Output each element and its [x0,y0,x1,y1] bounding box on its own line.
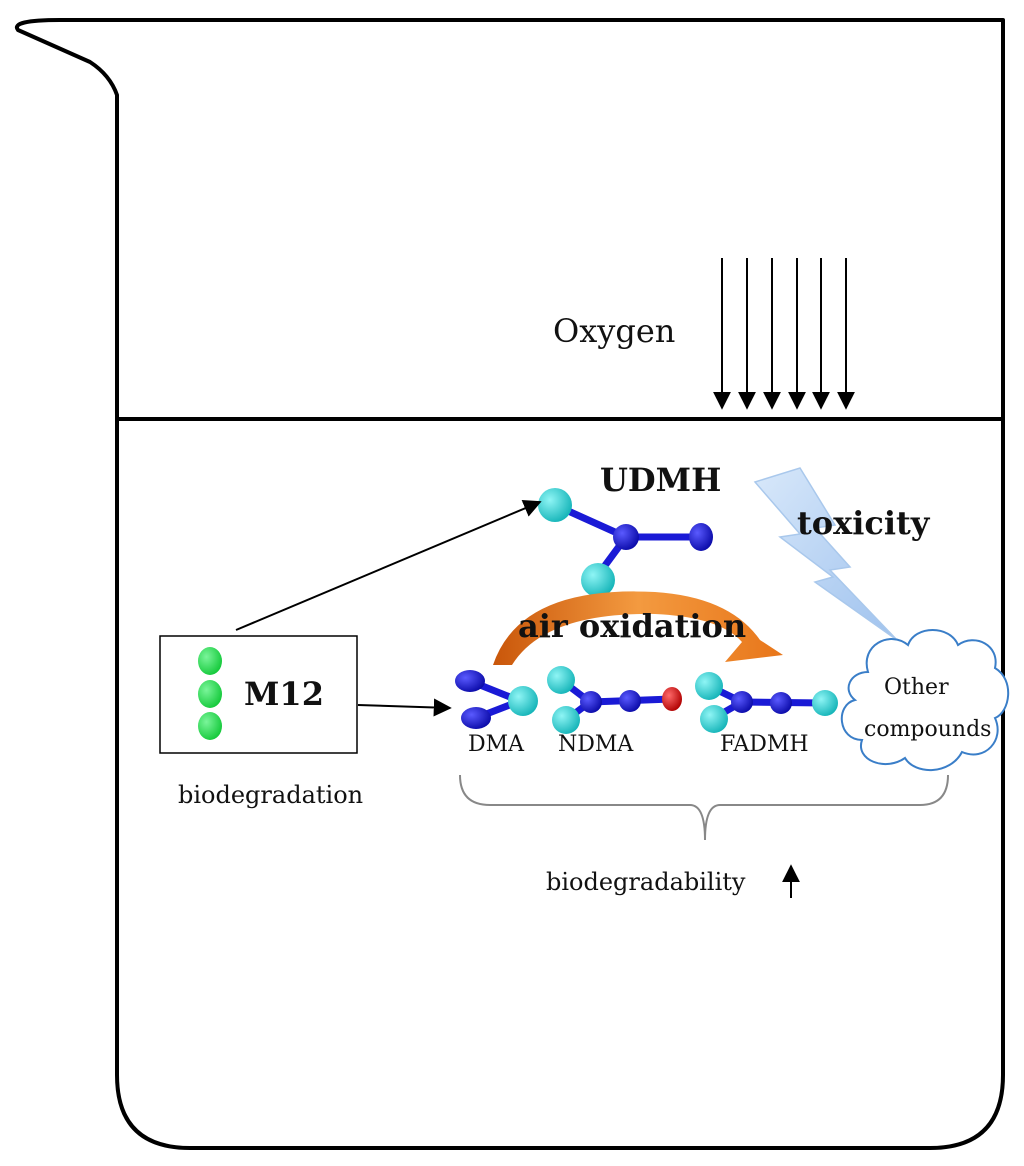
ndma-label: NDMA [558,732,634,757]
oxygen-arrows [713,258,855,410]
m12-bacteria-icon [198,647,222,740]
fadmh-molecule [695,672,838,733]
toxicity-label: toxicity [797,504,931,542]
m12-label: M12 [244,675,324,713]
oxygen-label: Oxygen [553,312,675,350]
dma-label: DMA [468,732,525,757]
other-compounds-line1: Other [884,675,949,700]
biodegradation-label: biodegradation [178,781,363,809]
other-compounds-line2: compounds [864,717,991,742]
products-brace [459,774,949,841]
m12-to-udmh-arrow [235,499,542,631]
udmh-molecule [538,488,713,597]
fadmh-label: FADMH [720,732,809,757]
udmh-label: UDMH [600,461,721,499]
m12-to-products-arrow [357,698,452,717]
air-oxidation-label: air oxidation [518,607,746,645]
beaker-outline [14,18,1005,1150]
air-oxidation-arrow [493,591,783,665]
toxicity-bolt-icon [753,467,898,641]
m12-box [159,635,358,754]
other-compounds-cloud [840,629,1010,772]
biodegradability-label: biodegradability [546,868,746,896]
ndma-molecule [547,666,682,734]
dma-molecule [455,670,538,729]
